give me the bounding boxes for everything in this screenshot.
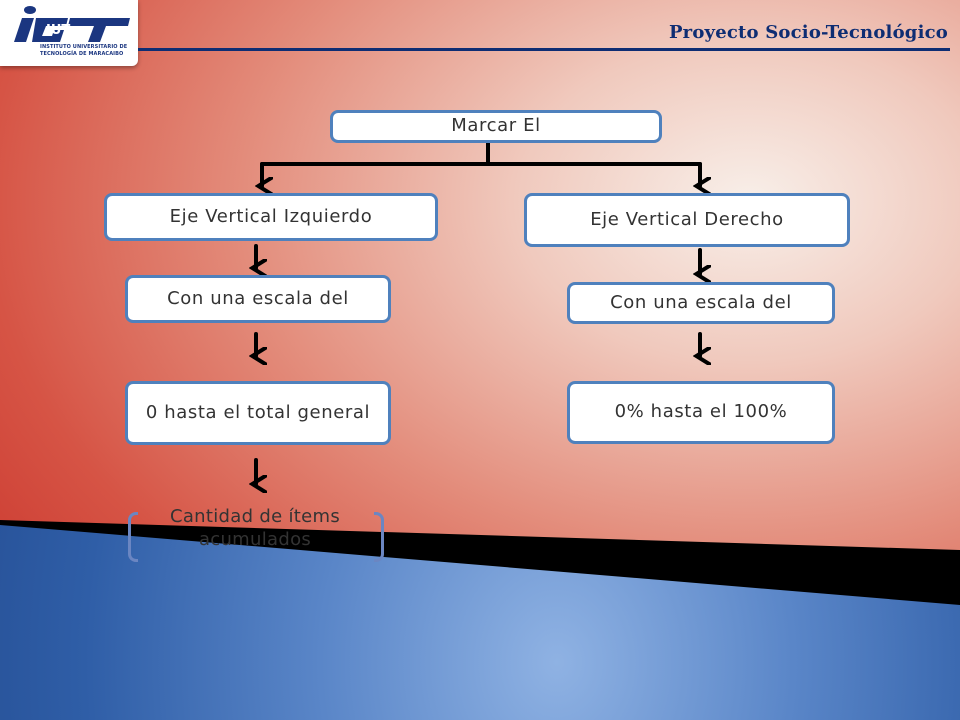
right-step2-label: 0% hasta el 100% (614, 401, 788, 423)
logo-letters: IUT (46, 23, 70, 38)
right-step2-box: 0% hasta el 100% (567, 381, 835, 444)
right-axis-label: Eje Vertical Derecho (590, 208, 784, 230)
left-step3-label: Cantidad de ítems acumulados (169, 506, 341, 550)
root-box: Marcar El (330, 110, 662, 143)
logo-caption-line1: INSTITUTO UNIVERSITARIO DE (40, 44, 128, 50)
header-rule (138, 48, 950, 51)
right-step1-label: Con una escala del (610, 291, 792, 313)
left-step1-box: Con una escala del (125, 275, 391, 323)
left-axis-box: Eje Vertical Izquierdo (104, 193, 438, 241)
left-axis-label: Eje Vertical Izquierdo (169, 205, 373, 227)
left-step2-label: 0 hasta el total general (145, 401, 371, 423)
logo-caption-line2: TECNOLOGÍA DE MARACAIBO (40, 51, 124, 57)
left-step2-box: 0 hasta el total general (125, 381, 391, 445)
right-bracket-shape (374, 512, 384, 562)
iut-logo-mark: IUT (14, 6, 130, 42)
left-bracket-shape (128, 512, 138, 562)
root-label: Marcar El (451, 115, 541, 137)
institute-logo: IUT INSTITUTO UNIVERSITARIO DE TECNOLOGÍ… (0, 0, 138, 66)
header-title: Proyecto Socio-Tecnológico (668, 22, 948, 43)
left-step1-label: Con una escala del (167, 287, 349, 309)
right-step1-box: Con una escala del (567, 282, 835, 324)
right-axis-box: Eje Vertical Derecho (524, 193, 850, 247)
